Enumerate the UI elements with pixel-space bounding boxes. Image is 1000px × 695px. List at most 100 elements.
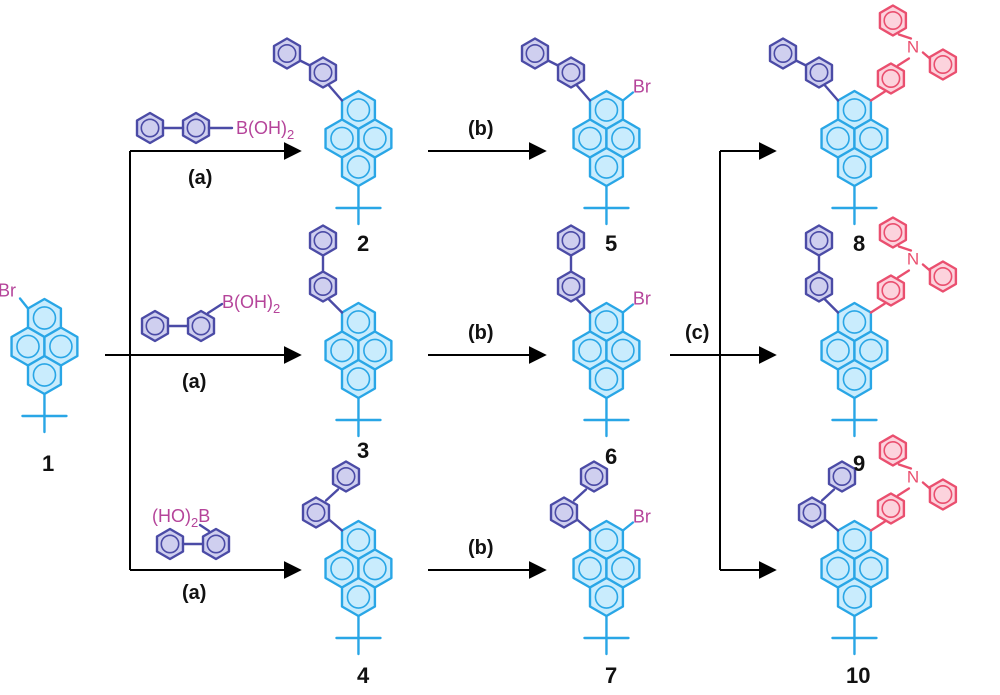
- molecule-9-amine-ring-1-aromatic: [881, 280, 901, 300]
- molecule-10-ring-3-aromatic: [859, 556, 883, 581]
- reagent-top-ring-1: [135, 111, 165, 145]
- molecule-9-aryl-ring-1: [804, 270, 834, 303]
- molecule-6-br: Br: [633, 289, 651, 309]
- molecule-9-amine-n-atom: N: [907, 250, 919, 269]
- molecule-8-amine-ring-2-aromatic: [883, 11, 903, 30]
- molecule-6-aryl-ring-1-aromatic: [561, 276, 581, 296]
- compound-label-1: 1: [42, 451, 54, 476]
- molecule-5-br: Br: [633, 77, 651, 97]
- reagent-bot-boronic-acid: (HO)2B: [152, 506, 210, 530]
- molecule-2-ring-1-aromatic: [346, 98, 371, 122]
- reagent-mid-text: B(OH): [222, 292, 273, 312]
- condition-a-bot: (a): [182, 582, 206, 604]
- molecule-5-ring-2-aromatic: [578, 126, 602, 151]
- molecule-10-amine-ring-3-aromatic: [933, 484, 953, 504]
- reagent-top-boronic-acid: B(OH)2: [236, 118, 294, 142]
- molecule-7-aryl-ring-1: [549, 496, 579, 529]
- reagent-mid-b-bond: [206, 302, 224, 315]
- reagent-bot-sub: 2: [191, 515, 198, 530]
- molecule-9-amine-ring-3-aromatic: [933, 266, 953, 286]
- molecule-6-ring-3-aromatic: [611, 338, 635, 363]
- molecule-7-aryl-ring-1-aromatic: [554, 502, 574, 522]
- molecule-10-amine-n-atom: N: [907, 468, 919, 487]
- molecule-4-aryl-ring-2-aromatic: [336, 466, 356, 486]
- reagent-top-ring-2: [181, 111, 211, 145]
- condition-c: (c): [685, 322, 709, 344]
- compound-label-2: 2: [357, 231, 369, 256]
- molecule-4-aryl-ring-1-aromatic: [306, 502, 326, 522]
- reagent-mid-ring-1: [140, 309, 170, 343]
- reagent-mid-sub: 2: [273, 301, 280, 316]
- molecule-4: [301, 460, 393, 656]
- reagent-bot-b-bond: [198, 523, 211, 533]
- molecule-10-amine-ring-2: [878, 434, 908, 467]
- molecule-7-ring-2-aromatic: [578, 556, 602, 581]
- molecule-6-br-bond: [621, 303, 635, 314]
- molecule-3-aryl-ring-2-aromatic: [313, 231, 333, 251]
- molecule-7-br-bond: [621, 521, 635, 532]
- molecule-8-amine-link: [869, 90, 887, 102]
- molecule-8-amine-n-bond-3: [921, 51, 932, 60]
- molecule-3-ring-3-aromatic: [363, 338, 387, 363]
- molecule-10-amine-n-bond: [896, 487, 911, 497]
- molecule-8-amine-ring-3-aromatic: [933, 54, 953, 74]
- molecule-2-aryl-inter: [298, 59, 312, 67]
- molecule-10: N: [797, 434, 958, 656]
- condition-a-top: (a): [188, 167, 212, 189]
- molecule-3-ring-1-aromatic: [346, 310, 371, 334]
- molecule-10-aryl-inter: [820, 488, 836, 502]
- molecule-10-aryl-ring-2: [827, 460, 857, 493]
- molecule-10-ring-4-aromatic: [842, 585, 867, 609]
- molecule-1-br-bond: [18, 297, 30, 310]
- molecule-8-aryl-link: [823, 84, 840, 102]
- molecule-10-amine-ring-1-aromatic: [881, 498, 901, 518]
- molecule-7-aryl-link: [575, 518, 592, 532]
- molecule-5: Br: [520, 37, 651, 226]
- reagent-mid-ring-2: [186, 309, 216, 343]
- reagent-bot-ring-1: [155, 527, 185, 561]
- reagent-top-ring-2-aromatic: [186, 118, 206, 138]
- molecule-7-aryl-ring-2-aromatic: [584, 466, 604, 486]
- molecule-7: Br: [549, 460, 651, 656]
- molecule-3-ring-2-aromatic: [330, 338, 354, 363]
- molecule-10-aryl-ring-1-aromatic: [802, 502, 822, 522]
- molecule-7-aryl-ring-2: [579, 460, 609, 493]
- molecule-8-amine-ring-2: [878, 4, 908, 37]
- molecule-4-ring-1-aromatic: [346, 528, 371, 552]
- molecule-2-ring-3-aromatic: [363, 126, 387, 151]
- molecule-8-amine-n-atom: N: [907, 38, 919, 57]
- molecule-8-aryl-inter: [794, 59, 808, 67]
- molecule-6-aryl-ring-2-aromatic: [561, 231, 581, 251]
- reagent-mid-ring-2-aromatic: [191, 316, 211, 336]
- molecule-4-aryl-link: [327, 518, 344, 532]
- reagent-top-sub: 2: [287, 127, 294, 142]
- molecule-9-amine-ring-2: [878, 216, 908, 249]
- molecule-8-aryl-ring-2-aromatic: [773, 43, 793, 63]
- molecule-9-amine-link: [869, 302, 887, 314]
- molecule-4-ring-3-aromatic: [363, 556, 387, 581]
- molecule-8-aryl-ring-1-aromatic: [809, 62, 829, 82]
- molecule-3-aryl-ring-1-aromatic: [313, 276, 333, 296]
- molecule-9-aryl-ring-2-aromatic: [809, 231, 829, 251]
- molecule-4-ring-2-aromatic: [330, 556, 354, 581]
- molecule-8-ring-2-aromatic: [826, 126, 850, 151]
- molecule-8: N: [768, 4, 958, 226]
- reagent-bot-ring-2: [201, 527, 231, 561]
- molecule-10-amine-ring-2-aromatic: [883, 440, 903, 460]
- molecule-5-ring-4-aromatic: [594, 155, 619, 179]
- molecule-10-aryl-link: [823, 518, 840, 532]
- arrows: [105, 142, 777, 579]
- condition-b-mid: (b): [468, 322, 494, 344]
- reagent-bot-suffix: B: [198, 506, 210, 526]
- molecule-9-ring-2-aromatic: [826, 338, 850, 363]
- molecule-4-aryl-ring-2: [331, 460, 361, 493]
- molecule-9-amine-n-bond: [896, 269, 911, 279]
- reagent-top-ring-1-aromatic: [140, 118, 160, 138]
- molecule-7-ring-4-aromatic: [594, 585, 619, 609]
- molecule-5-aryl-ring-1-aromatic: [561, 62, 581, 82]
- molecule-10-aryl-ring-2-aromatic: [832, 466, 852, 486]
- molecule-8-ring-4-aromatic: [842, 155, 867, 179]
- molecule-9-ring-4-aromatic: [842, 367, 867, 391]
- reagent-structures: [135, 111, 234, 561]
